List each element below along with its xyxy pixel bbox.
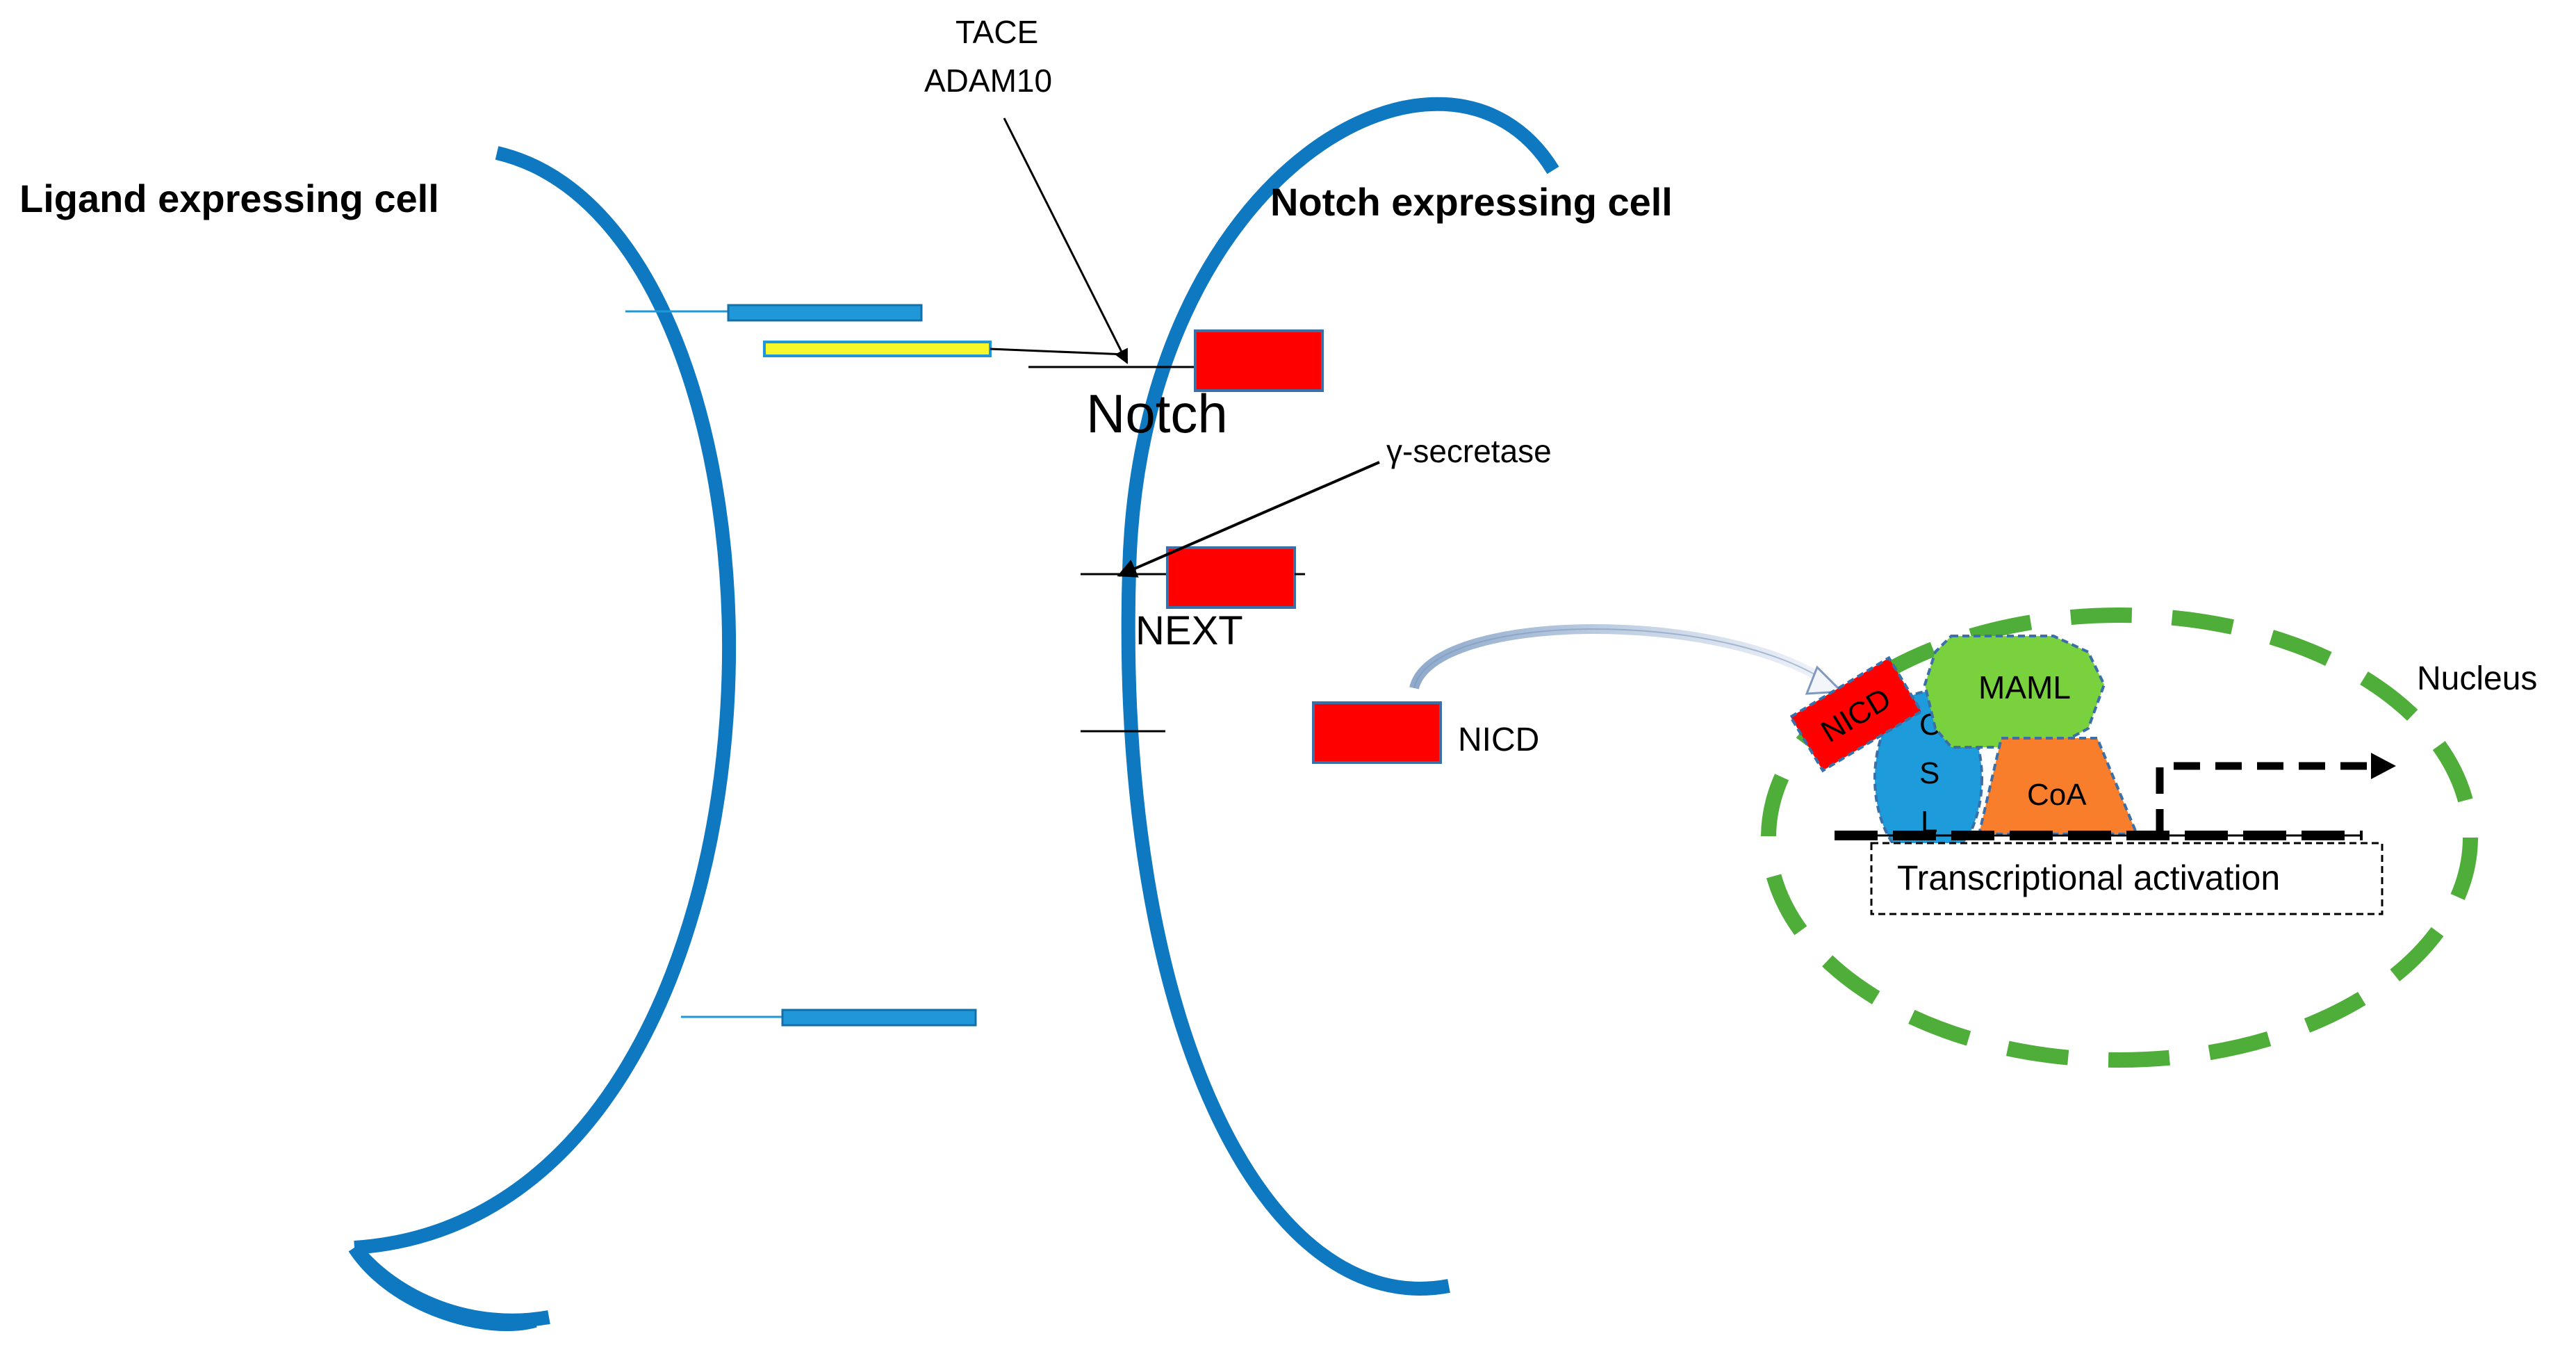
notch-cell-membrane xyxy=(1121,97,1559,1296)
tace-label: TACE xyxy=(955,14,1038,50)
next-label: NEXT xyxy=(1135,608,1243,653)
transcription-arrowhead xyxy=(2371,753,2396,779)
translocation-arrow xyxy=(1409,623,1835,690)
notch-ectodomain xyxy=(763,341,992,357)
ligand-cell-membrane-lower xyxy=(349,1243,550,1328)
complex-nicd: NICD xyxy=(1789,655,1923,773)
nucleus-label: Nucleus xyxy=(2417,660,2537,697)
adam10-label: ADAM10 xyxy=(924,63,1052,99)
notch-intracellular-box xyxy=(1194,329,1324,392)
coa-protein xyxy=(1977,737,2139,835)
tace-arrow xyxy=(1003,117,1129,364)
ligand-upper xyxy=(727,304,923,322)
gamma-secretase-label: γ-secretase xyxy=(1386,433,1552,469)
ligand-lower xyxy=(781,1009,977,1027)
nicd-box xyxy=(1312,701,1442,764)
transcriptional-activation-box xyxy=(1870,842,2384,915)
notch-ecto-link xyxy=(990,348,1126,356)
ligand-cell-membrane xyxy=(348,146,737,1332)
maml-protein xyxy=(1923,635,2106,749)
notch-label: Notch xyxy=(1086,383,1228,444)
translocation-arrow-outline xyxy=(1413,628,1832,689)
csl-letter-s: S xyxy=(1919,756,1939,790)
maml-label: MAML xyxy=(1978,669,2071,705)
translocation-arrowhead xyxy=(1805,665,1844,695)
transcriptional-activation-label: Transcriptional activation xyxy=(1897,858,2280,897)
notch-cell-label: Notch expressing cell xyxy=(1270,180,1673,224)
nucleus-border xyxy=(1761,607,2478,1068)
coa-label: CoA xyxy=(2027,778,2087,812)
ligand-cell-label: Ligand expressing cell xyxy=(19,177,439,220)
next-box xyxy=(1166,546,1296,609)
nicd-label: NICD xyxy=(1458,721,1539,758)
gamma-secretase-arrow xyxy=(1117,461,1380,578)
transcription-start-arrow xyxy=(2156,762,2377,835)
